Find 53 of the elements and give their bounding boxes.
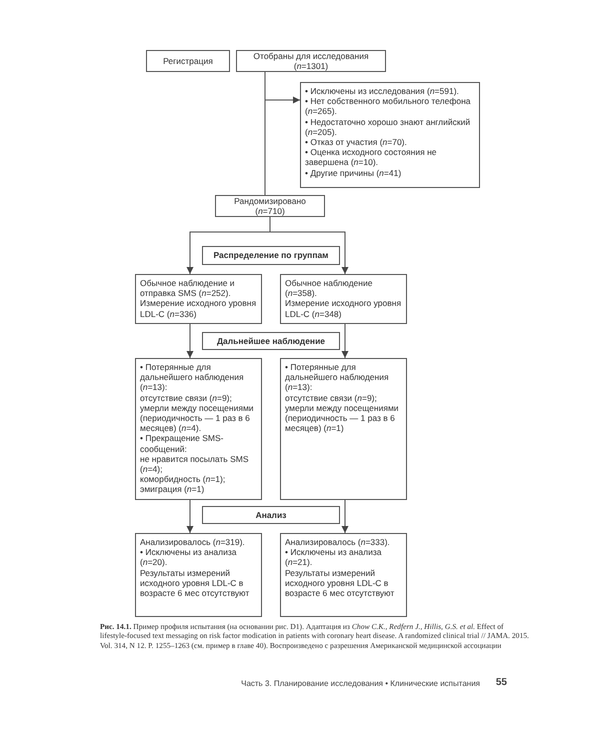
box-text: умерли между посещениями (периодичность — 1 раз в 6 месяцев) (n=1) bbox=[285, 402, 400, 434]
arrow bbox=[186, 324, 194, 358]
running-footer: Часть 3. Планирование исследования • Клинические испытания bbox=[241, 679, 480, 688]
box-text: Регистрация bbox=[163, 56, 213, 66]
stage-label-box bbox=[202, 506, 340, 524]
box-text: умерли между посещениями (периодичность — 1 раз в 6 месяцев) (n=4). bbox=[140, 402, 255, 434]
stage-label-box bbox=[202, 246, 340, 265]
box-text: • Исключены из анализа (n=21). bbox=[285, 547, 382, 568]
box-text: • Прекращение SMS-сообщений: bbox=[140, 433, 224, 454]
box-text: Рандомизировано (n=710) bbox=[233, 196, 307, 216]
text-box bbox=[135, 358, 262, 500]
box-text: • Отказ от участия (n=70). bbox=[305, 136, 408, 148]
box-text: эмиграция (n=1) bbox=[140, 484, 206, 494]
text-box bbox=[280, 274, 407, 324]
box-text: • Исключены из анализа (n=20). bbox=[140, 547, 238, 568]
box-text: Измерение исходного уровня LDL-C (n=336) bbox=[140, 298, 257, 319]
text-box bbox=[135, 533, 262, 617]
box-text: Обычное наблюдение и отправка SMS (n=252). bbox=[140, 278, 236, 298]
box-text: • Нет собственного мобильного телефона (n=265). bbox=[305, 96, 472, 117]
text-box bbox=[280, 358, 407, 500]
box-text: Распределение по группам bbox=[214, 250, 328, 261]
box-text: Анализировалось (n=333). bbox=[285, 537, 391, 548]
text-box bbox=[135, 274, 262, 324]
box-text: отсутствие связи (n=9); bbox=[140, 392, 233, 403]
process-box bbox=[146, 50, 230, 72]
connector-line bbox=[264, 72, 266, 196]
arrow bbox=[186, 500, 194, 534]
box-text: • Потерянные для дальнейшего наблюдения (n=13): bbox=[285, 362, 390, 393]
box-text: • Потерянные для дальнейшего наблюдения (n=13): bbox=[140, 362, 245, 393]
box-text: • Оценка исходного состояния не завершена (n=10). bbox=[305, 147, 438, 168]
arrow bbox=[342, 500, 348, 534]
process-box bbox=[215, 195, 325, 217]
text-box bbox=[300, 82, 480, 188]
box-text: Обычное наблюдение (n=358). bbox=[285, 278, 374, 298]
box-text: Результаты измерений исходного уровня LDL-C в возрасте 6 мес отсутствуют bbox=[285, 568, 396, 598]
text-box bbox=[280, 533, 407, 617]
stage-label-box bbox=[202, 332, 340, 350]
box-text: Дальнейшее наблюдение bbox=[216, 336, 326, 346]
box-text: коморбидность (n=1); bbox=[140, 474, 226, 484]
box-text: Результаты измерений исходного уровня LDL-C в возрасте 6 мес отсутствуют bbox=[140, 568, 250, 598]
box-text: отсутствие связи (n=9); bbox=[285, 392, 378, 403]
arrow bbox=[342, 324, 348, 358]
box-text: не нравится посылать SMS (n=4); bbox=[140, 454, 250, 474]
page-number: 55 bbox=[496, 677, 507, 688]
arrow bbox=[270, 216, 348, 274]
box-text: Анализ bbox=[256, 510, 286, 520]
box-text: • Другие причины (n=41) bbox=[305, 168, 402, 178]
box-text: Отобраны для исследования (n=1301) bbox=[252, 50, 370, 72]
box-text: • Недостаточно хорошо знают английский (n=205). bbox=[305, 116, 472, 137]
box-text: Измерение исходного уровня LDL-C (n=348) bbox=[285, 298, 402, 319]
process-box bbox=[236, 50, 386, 72]
box-text: Анализировалось (n=319). bbox=[140, 537, 246, 548]
box-text: • Исключены из исследования (n=591). bbox=[305, 86, 460, 96]
